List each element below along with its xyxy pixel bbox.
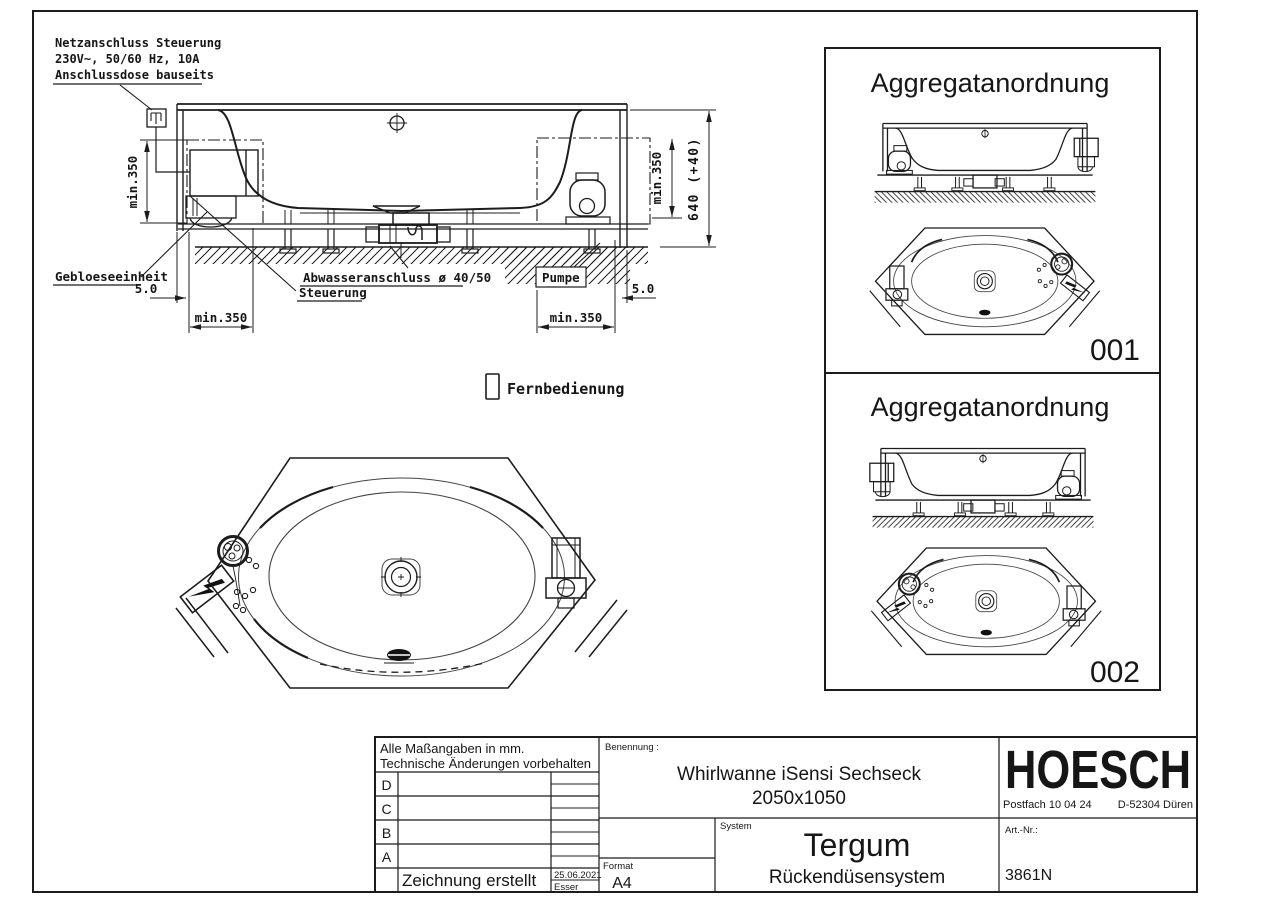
aggregat-panels: Aggregatanordnung Aggregatanordnung 001 … [824,47,1161,691]
top-view [175,457,628,689]
product-size: 2050x1050 [752,788,846,809]
revision-row-d: D [381,777,391,793]
dim-right-width: min.350 [550,310,603,325]
back-jets [232,556,260,614]
plug-icon [146,108,167,128]
format-label: Format [603,861,633,872]
remote-note: Fernbedienung [485,373,624,400]
title-block: Alle Maßangaben in mm. Technische Änderu… [374,736,1198,893]
system-name: Tergum [804,827,911,863]
created-label: Zeichnung erstellt [402,871,536,890]
revision-row-c: C [381,801,391,817]
blower-label: Gebloeseeinheit [55,269,168,284]
overflow-fitting [384,649,414,664]
dim-left-gap: 5.0 [135,281,158,296]
brand-address-left: Postfach 10 04 24 [1003,799,1092,811]
brand-logo: HOESCH [1005,740,1191,800]
power-note-line1: Netzanschluss Steuerung [55,36,221,50]
control-label: Steuerung [299,285,367,300]
note-line2: Technische Änderungen vorbehalten [380,756,591,771]
system-label: System [720,821,752,832]
service-zone-left [186,139,264,225]
revision-row-a: A [382,849,392,865]
product-name: Whirlwanne iSensi Sechseck [677,764,921,785]
power-leader-line [119,84,153,111]
dim-right-height: min.350 [649,152,664,205]
revision-row-b: B [382,825,391,841]
control-box [189,149,259,197]
panel-002-number: 002 [1090,656,1140,689]
power-cable [155,127,190,173]
pump-unit [565,172,611,225]
pump-label: Pumpe [542,270,580,285]
blower-leader-line [140,211,208,278]
pump-leader-line [573,242,601,268]
panel-002-side-view [869,447,1095,529]
control-knob [217,535,249,607]
created-by: Esser [554,882,578,893]
dim-left-width: min.350 [195,310,248,325]
panel-002-title: Aggregatanordnung [871,392,1110,422]
drain [381,557,421,597]
power-note-line2: 230V~, 50/60 Hz, 10A [55,52,200,66]
waste-label: Abwasseranschluss ø 40/50 [303,270,491,285]
dim-right-gap: 5.0 [632,281,655,296]
lightning-icon [188,578,225,597]
blower-unit [185,195,237,228]
brand-address-right: D-52304 Düren [1118,799,1193,811]
artnr-label: Art.-Nr.: [1005,825,1038,836]
electric-box [179,564,235,614]
panel-001-number: 001 [1090,334,1140,367]
format-value: A4 [612,875,632,892]
note-line1: Alle Maßangaben in mm. [380,741,525,756]
dim-left-height: min.350 [125,156,140,209]
power-note-line3: Anschlussdose bauseits [55,68,214,82]
created-date: 25.06.2021 [554,870,602,881]
artnr-value: 3861N [1005,867,1052,884]
system-subtitle: Rückendüsensystem [769,867,945,888]
service-zone-right [536,137,651,225]
panel-002-top-view [870,546,1103,656]
control-leader-line [189,195,297,292]
panel-001-top-view [868,226,1101,336]
remote-label: Fernbedienung [507,380,624,398]
remote-control-icon [485,373,500,400]
corner-rails [175,597,628,658]
panel-001-side-view [873,122,1099,204]
side-view: Netzanschluss Steuerung 230V~, 50/60 Hz,… [53,36,651,302]
waste-leader-line [389,245,409,269]
dimensions: min.350 min.350 640 (+40) 5.0 min.350 5.… [125,109,716,333]
benennung-label: Benennung : [605,742,659,753]
pump-plan [545,537,587,609]
dim-total-height: 640 (+40) [687,137,702,221]
pump-label-box: Pumpe [535,266,587,288]
panel-002-border [824,372,1161,691]
panel-001-title: Aggregatanordnung [871,68,1110,98]
